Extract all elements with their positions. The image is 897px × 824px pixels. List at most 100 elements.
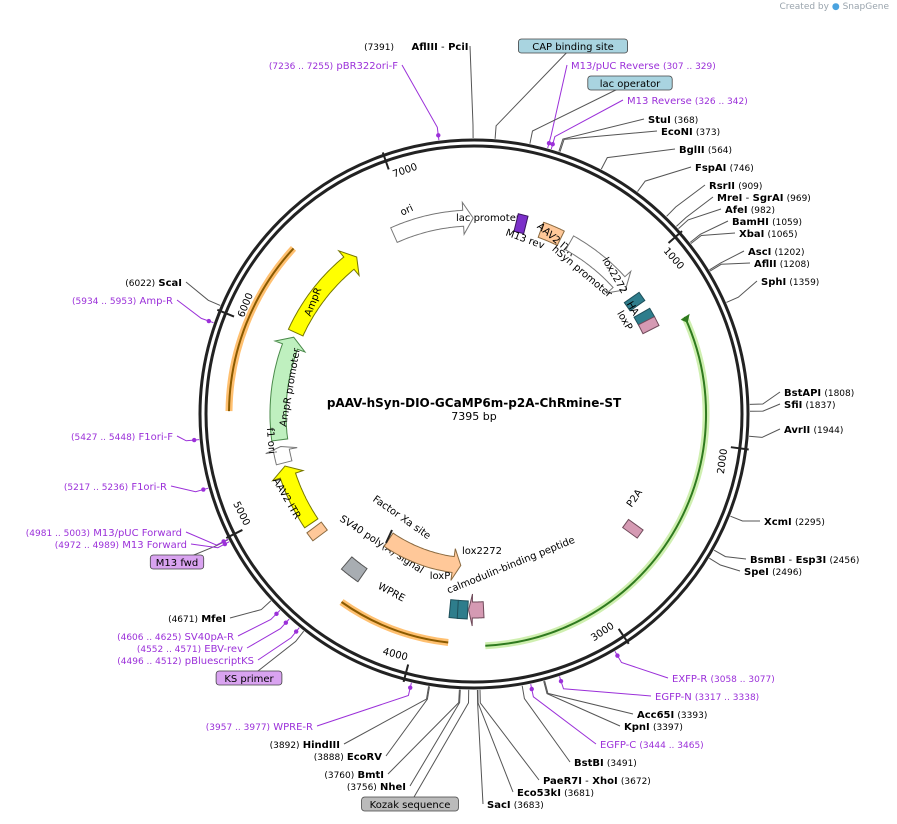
label-leader-line (749, 403, 781, 412)
site-box (215, 670, 283, 686)
label-leader-line (229, 600, 272, 619)
site-box (587, 75, 673, 91)
tick-label: 1000 (661, 246, 686, 272)
primer-mark (221, 539, 226, 544)
coord-text: (909) (738, 182, 762, 192)
map-label: XcmI (2295) (764, 517, 825, 528)
label-text: (7236 .. 7255) pBR322ori-F (269, 61, 398, 72)
name-text: EGFP-C (600, 740, 636, 751)
coord-text: (3760) (324, 771, 354, 781)
label-text: EGFP-C (3444 .. 3465) (600, 740, 704, 751)
coord-text: (3491) (607, 759, 637, 769)
feature-arrow (265, 445, 298, 466)
map-label: XbaI (1065) (739, 229, 797, 240)
tick-label: 3000 (589, 621, 616, 644)
tick-mark (225, 529, 243, 539)
map-label: (4981 .. 5003) M13/pUC Forward (26, 528, 182, 539)
amp-outer-arc (228, 247, 295, 412)
coord-text: (4606 .. 4625) (117, 633, 181, 643)
primer-mark (201, 487, 206, 492)
label-leader-line (494, 45, 574, 139)
label-leader-line (614, 651, 669, 679)
label-text: SacI (3683) (487, 800, 544, 811)
name-text: SacI (487, 800, 511, 811)
map-label: SacI (3683) (487, 800, 544, 811)
label-text: SpeI (2496) (744, 567, 802, 578)
coord-text: (4972 .. 4989) (55, 541, 119, 551)
site-box (518, 38, 629, 54)
map-label: RsrII (909) (709, 181, 762, 192)
label-leader-line (730, 515, 760, 522)
name-text: XcmI (764, 517, 792, 528)
map-label: BstBI (3491) (574, 758, 637, 769)
name-text: Amp-R (140, 296, 174, 307)
label-leader-line (477, 689, 514, 793)
map-label: M13 fwd (149, 554, 205, 570)
feature-box (513, 213, 529, 235)
site-box (361, 796, 459, 812)
coord-text: (1059) (772, 218, 802, 228)
coord-text: (3681) (564, 789, 594, 799)
map-label: PaeR7I - XhoI (3672) (543, 776, 651, 787)
coord-text: (5217 .. 5236) (64, 483, 128, 493)
feature-arrow (271, 465, 319, 529)
factor-xa-mark (385, 529, 393, 544)
name-text: F1ori-F (139, 432, 174, 443)
label-text: Eco53kI (3681) (517, 788, 594, 799)
label-text: RsrII (909) (709, 181, 762, 192)
coord-text: (3683) (514, 801, 544, 811)
name-text: BstAPI (784, 388, 821, 399)
feature-label: Factor Xa site (370, 494, 432, 542)
name-text: MreI (717, 193, 742, 204)
label-leader-line (469, 45, 474, 139)
gcamp-arrow-head-icon (680, 313, 690, 323)
backbone-inner-strand (204, 144, 744, 684)
label-leader-line (529, 82, 631, 144)
feature-box (306, 521, 328, 542)
tick-label: 4000 (381, 646, 408, 663)
label-text: (3888) EcoRV (314, 752, 382, 763)
name-text: BstBI (574, 758, 604, 769)
coord-text: (1208) (780, 260, 810, 270)
dash-text: - (742, 193, 749, 204)
label-leader-line (559, 676, 652, 697)
label-text: XbaI (1065) (739, 229, 797, 240)
coord-text: (3957 .. 3977) (206, 723, 270, 733)
label-leader-line (559, 130, 658, 152)
label-text: EcoNI (373) (661, 127, 720, 138)
label-layer: AflIII - PciI(7391)(7236 .. 7255) pBR322… (26, 38, 859, 812)
label-text: BamHI (1059) (732, 217, 802, 228)
coord-text: (3756) (347, 783, 377, 793)
name-text: Eco53kI (517, 788, 561, 799)
site-label: Kozak sequence (370, 800, 451, 811)
label-text: (3756) NheI (347, 782, 406, 793)
coord-text: (7391) (364, 43, 394, 53)
name-text: EGFP-N (655, 692, 692, 703)
name-text: XhoI (589, 776, 618, 787)
primer-mark (615, 653, 620, 658)
tick-mark (402, 664, 410, 683)
label-text: (6022) ScaI (125, 278, 182, 289)
tick-mark (216, 308, 235, 318)
site-label: M13 fwd (156, 558, 198, 569)
map-label: BamHI (1059) (732, 217, 802, 228)
map-label: (4552 .. 4571) EBV-rev (137, 644, 243, 655)
name-text: AscI (748, 247, 771, 258)
map-label: (5427 .. 5448) F1ori-F (71, 432, 173, 443)
map-label: lac operator (587, 75, 673, 91)
feature-box (623, 291, 646, 312)
label-leader-line (385, 686, 430, 757)
label-text: (4981 .. 5003) M13/pUC Forward (26, 528, 182, 539)
site-box (149, 554, 205, 570)
map-label: (6022) ScaI (125, 278, 182, 289)
dash-text: - (438, 42, 445, 53)
tick-label: 5000 (230, 500, 251, 528)
feature-label: ori (399, 203, 415, 218)
map-label: (4606 .. 4625) SV40pA-R (117, 632, 234, 643)
coord-text: (5934 .. 5953) (72, 297, 136, 307)
name-text: SV40pA-R (185, 632, 234, 643)
plasmid-backbone (198, 138, 750, 690)
snapgene-logo-icon: ● (831, 2, 840, 12)
coord-text: (1808) (824, 389, 854, 399)
